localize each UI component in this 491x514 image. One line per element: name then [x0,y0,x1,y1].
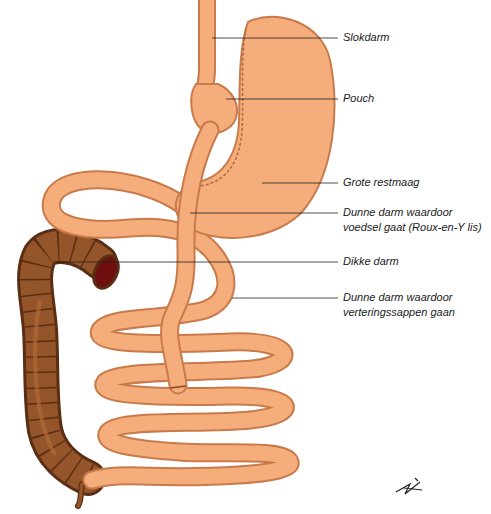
roux-limb [170,130,210,385]
esophagus [204,0,207,95]
part-label: Dikke darm [343,254,483,269]
part-label: Pouch [343,91,483,106]
artist-signature [396,478,422,494]
part-label: Dunne darm waardoor voedsel gaat (Roux-e… [343,205,488,235]
leader-lines [54,38,338,298]
part-label: Slokdarm [343,30,483,45]
part-label: Grote restmaag [343,175,483,190]
part-label: Dunne darm waardoor verteringssappen gaa… [343,290,483,320]
